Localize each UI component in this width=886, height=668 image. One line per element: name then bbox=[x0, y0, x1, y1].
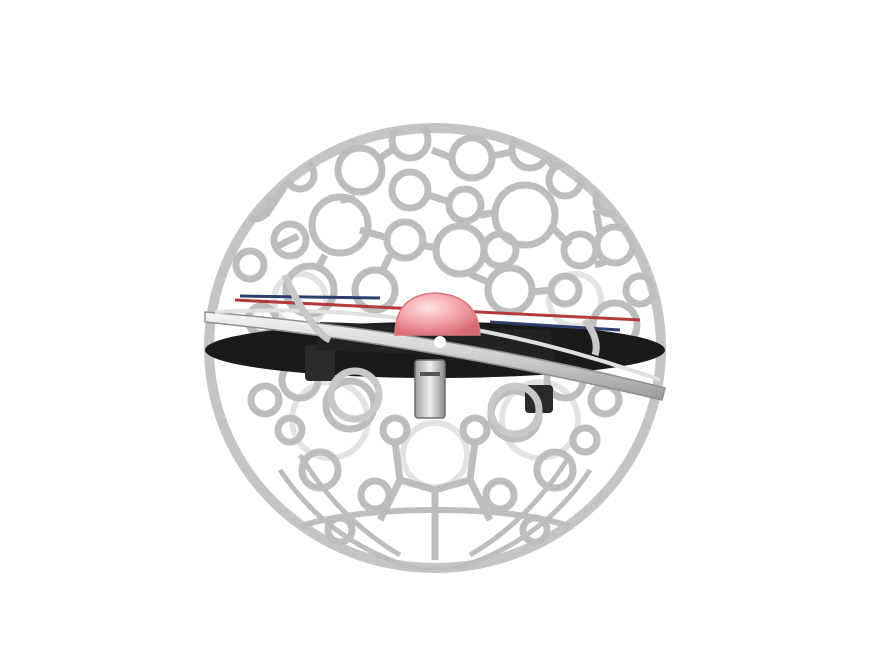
dome-light bbox=[394, 292, 481, 348]
cage-front-segments bbox=[281, 273, 600, 438]
central-mast bbox=[414, 359, 446, 419]
